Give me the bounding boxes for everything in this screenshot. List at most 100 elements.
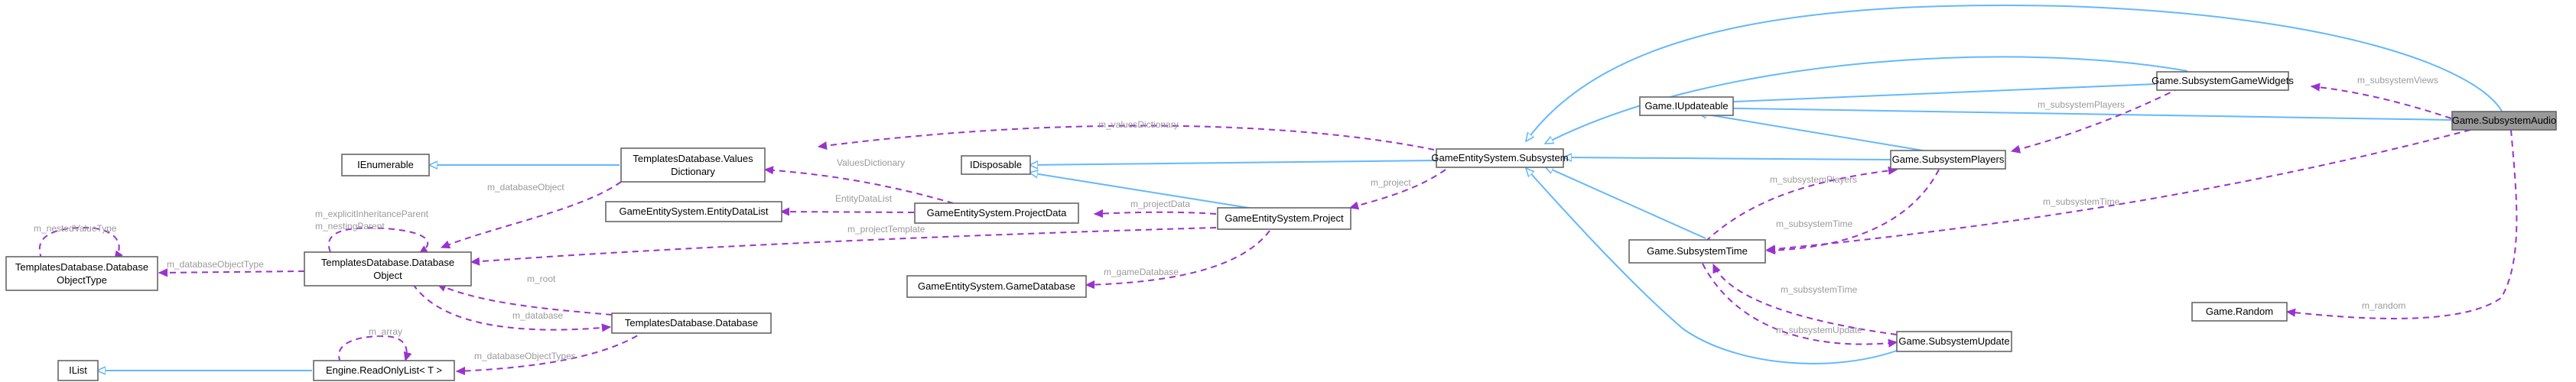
node-database-label: TemplatesDatabase.Database (625, 317, 758, 329)
edge-players-time (1767, 169, 1940, 251)
edge-audio-subsystem (1526, 5, 2503, 141)
edge-players-iupdateable (1698, 113, 1928, 152)
node-iupdateable-label: Game.IUpdateable (1644, 100, 1728, 112)
label-m-valuesDictionary: m_valuesDictionary (1098, 119, 1179, 130)
edge-dbobject-type (159, 271, 305, 273)
label-m-projectData: m_projectData (1130, 199, 1190, 209)
node-random[interactable]: Game.Random (2191, 302, 2288, 322)
edge-dbobject-database (412, 283, 610, 330)
edge-widgets-players (2012, 87, 2181, 151)
edge-labels: m_subsystemViews m_subsystemPlayers m_su… (34, 75, 2438, 361)
node-subsystem-players[interactable]: Game.SubsystemPlayers (1890, 150, 2006, 170)
node-values-dictionary-label-1: TemplatesDatabase.Values (633, 153, 753, 164)
edge-audio-random (2287, 129, 2518, 319)
node-idisposable-label: IDisposable (970, 159, 1022, 170)
edge-projectdata-values (765, 170, 964, 207)
label-m-random: m_random (2362, 300, 2405, 311)
node-subsystem-game-widgets[interactable]: Game.SubsystemGameWidgets (2152, 71, 2294, 91)
edge-widgets-iupdateable (1698, 83, 2156, 103)
node-game-database-label: GameEntitySystem.GameDatabase (918, 280, 1075, 292)
node-project[interactable]: GameEntitySystem.Project (1217, 207, 1351, 230)
edge-readonly-self (338, 335, 407, 363)
node-database-object[interactable]: TemplatesDatabase.Database Object (304, 251, 472, 286)
edge-values-dbobject (441, 181, 622, 248)
node-database-object-label-1: TemplatesDatabase.Database (321, 257, 454, 268)
node-values-dictionary-label-2: Dictionary (671, 166, 715, 177)
label-m-subsystemPlayers-time: m_subsystemPlayers (1770, 174, 1857, 185)
edge-subsystem-idisposable (1029, 160, 1437, 165)
usage-edges (38, 86, 2518, 371)
node-readonly-list-label: Engine.ReadOnlyList< T > (326, 364, 442, 376)
edge-time-players (1705, 170, 1897, 242)
node-random-label: Game.Random (2206, 306, 2273, 317)
node-subsystem-update[interactable]: Game.SubsystemUpdate (1896, 331, 2012, 352)
edge-audio-iupdateable (1698, 108, 2452, 121)
nodes: Game.SubsystemAudio Game.SubsystemGameWi… (5, 71, 2557, 381)
label-entityDataList: EntityDataList (835, 193, 893, 204)
node-readonly-list[interactable]: Engine.ReadOnlyList< T > (313, 360, 455, 381)
node-subsystem-time[interactable]: Game.SubsystemTime (1628, 239, 1766, 264)
label-m-databaseObjectType: m_databaseObjectType (167, 259, 264, 270)
edge-update-time (1712, 264, 1898, 335)
edge-subsystem-project (1350, 169, 1446, 208)
label-m-project: m_project (1371, 177, 1411, 188)
node-ienumerable[interactable]: IEnumerable (341, 154, 430, 176)
node-game-database[interactable]: GameEntitySystem.GameDatabase (906, 275, 1087, 298)
label-m-root: m_root (527, 274, 556, 284)
node-subsystem-players-label: Game.SubsystemPlayers (1892, 154, 2005, 165)
node-ilist-label: IList (69, 364, 87, 376)
node-database-object-type[interactable]: TemplatesDatabase.Database ObjectType (5, 256, 158, 291)
label-m-subsystemTime-audio: m_subsystemTime (2043, 196, 2120, 207)
node-database-object-type-label-1: TemplatesDatabase.Database (15, 261, 148, 273)
edge-project-projectdata (1094, 212, 1217, 214)
label-m-subsystemPlayers-widgets: m_subsystemPlayers (2038, 99, 2125, 110)
node-database-object-type-label-2: ObjectType (57, 274, 107, 286)
edge-database-dbobject (437, 283, 613, 316)
label-m-databaseObjectTypes: m_databaseObjectTypes (474, 351, 576, 361)
edge-dbobject-self (328, 227, 428, 254)
node-subsystem-label: GameEntitySystem.Subsystem (1431, 152, 1568, 163)
inheritance-edges (97, 5, 2503, 371)
edge-widgets-subsystem (1545, 56, 2188, 144)
node-ienumerable-label: IEnumerable (357, 159, 414, 170)
label-m-gameDatabase: m_gameDatabase (1104, 267, 1179, 277)
label-m-nestingParent: m_nestingParent (315, 221, 385, 231)
label-m-database: m_database (512, 310, 563, 321)
label-m-projectTemplate: m_projectTemplate (847, 224, 925, 235)
label-m-subsystemViews: m_subsystemViews (2357, 75, 2438, 86)
node-subsystem-update-label: Game.SubsystemUpdate (1898, 335, 2009, 347)
node-subsystem-time-label: Game.SubsystemTime (1647, 245, 1748, 257)
node-entity-data-list[interactable]: GameEntitySystem.EntityDataList (605, 201, 782, 222)
edge-project-idisposable (1029, 173, 1259, 210)
edge-project-dbobject (471, 227, 1217, 262)
edge-views (2311, 86, 2452, 119)
node-ilist[interactable]: IList (57, 360, 99, 381)
edge-project-gamedb (1086, 230, 1270, 285)
node-idisposable[interactable]: IDisposable (961, 155, 1031, 175)
label-m-subsystemTime-update: m_subsystemTime (1781, 284, 1858, 295)
node-database-object-label-2: Object (373, 270, 402, 281)
node-values-dictionary[interactable]: TemplatesDatabase.Values Dictionary (620, 147, 766, 183)
label-valuesDictionary: ValuesDictionary (837, 157, 905, 168)
label-m-array: m_array (369, 326, 402, 337)
node-database[interactable]: TemplatesDatabase.Database (611, 312, 772, 334)
edge-database-readonly (457, 329, 647, 371)
node-subsystem[interactable]: GameEntitySystem.Subsystem (1431, 148, 1569, 168)
edge-subsystem-values (818, 125, 1435, 151)
edge-dbtype-self (38, 226, 119, 260)
node-subsystem-audio[interactable]: Game.SubsystemAudio (2451, 111, 2557, 131)
node-entity-data-list-label: GameEntitySystem.EntityDataList (619, 206, 768, 217)
edge-time-subsystem (1545, 166, 1706, 239)
node-project-label: GameEntitySystem.Project (1225, 212, 1344, 224)
edge-players-subsystem (1563, 157, 1891, 160)
node-subsystem-game-widgets-label: Game.SubsystemGameWidgets (2152, 75, 2294, 86)
label-m-subsystemTime-players: m_subsystemTime (1776, 219, 1853, 229)
node-project-data-label: GameEntitySystem.ProjectData (927, 207, 1068, 219)
node-project-data[interactable]: GameEntitySystem.ProjectData (914, 202, 1079, 224)
label-m-databaseObject: m_databaseObject (487, 182, 564, 193)
node-iupdateable[interactable]: Game.IUpdateable (1639, 96, 1734, 116)
label-m-nestedValueType: m_nestedValueType (34, 223, 117, 234)
node-subsystem-audio-label: Game.SubsystemAudio (2452, 115, 2557, 126)
edge-update-subsystem (1526, 168, 1904, 364)
